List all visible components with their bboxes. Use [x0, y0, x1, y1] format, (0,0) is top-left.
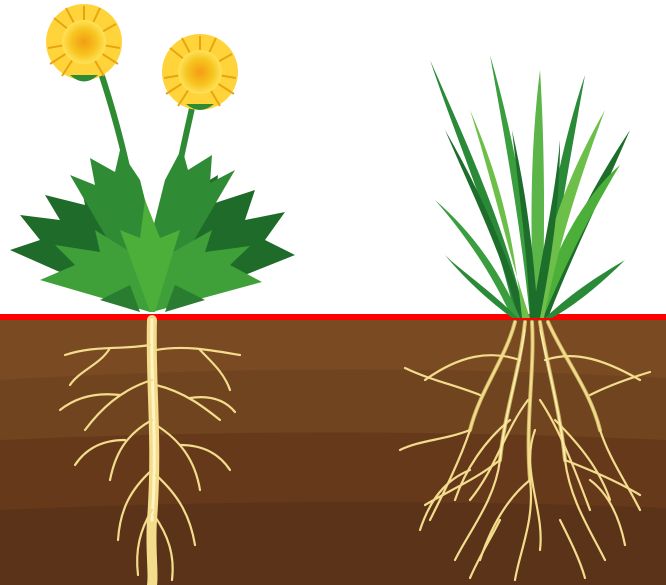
ground-line — [0, 314, 666, 320]
grass-blades — [430, 55, 630, 318]
dandelion-flower-left — [46, 4, 122, 82]
dandelion-leaves — [10, 148, 295, 312]
soil-bottom-layer — [0, 502, 666, 585]
dandelion-flower-right — [162, 34, 238, 110]
